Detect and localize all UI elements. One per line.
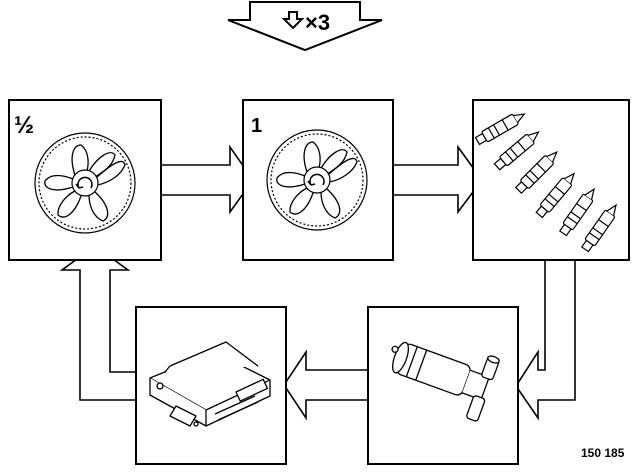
arrow-injectors-to-pump <box>515 258 576 421</box>
radiator-fan-icon <box>34 132 136 234</box>
panel-fan-full: 1 <box>242 99 394 261</box>
arrow-fan-half-to-full <box>160 144 254 215</box>
step-label-half: ½ <box>14 112 34 139</box>
repeat-arrow: ×3 <box>227 1 383 52</box>
electric-pump-icon <box>391 341 500 422</box>
down-arrow-icon <box>281 11 305 30</box>
arrow-ecu-to-fan-half <box>59 245 136 401</box>
fuel-injectors-icon <box>474 113 617 253</box>
flow-arrows <box>59 144 576 421</box>
repeat-label: ×3 <box>305 10 330 35</box>
arrow-pump-to-ecu <box>283 349 368 421</box>
arrow-fan-to-injectors <box>392 144 483 215</box>
step-label-full: 1 <box>251 115 262 137</box>
radiator-fan-icon <box>266 129 368 231</box>
control-unit-icon <box>149 341 271 427</box>
figure-reference: 150 185 <box>581 446 625 460</box>
